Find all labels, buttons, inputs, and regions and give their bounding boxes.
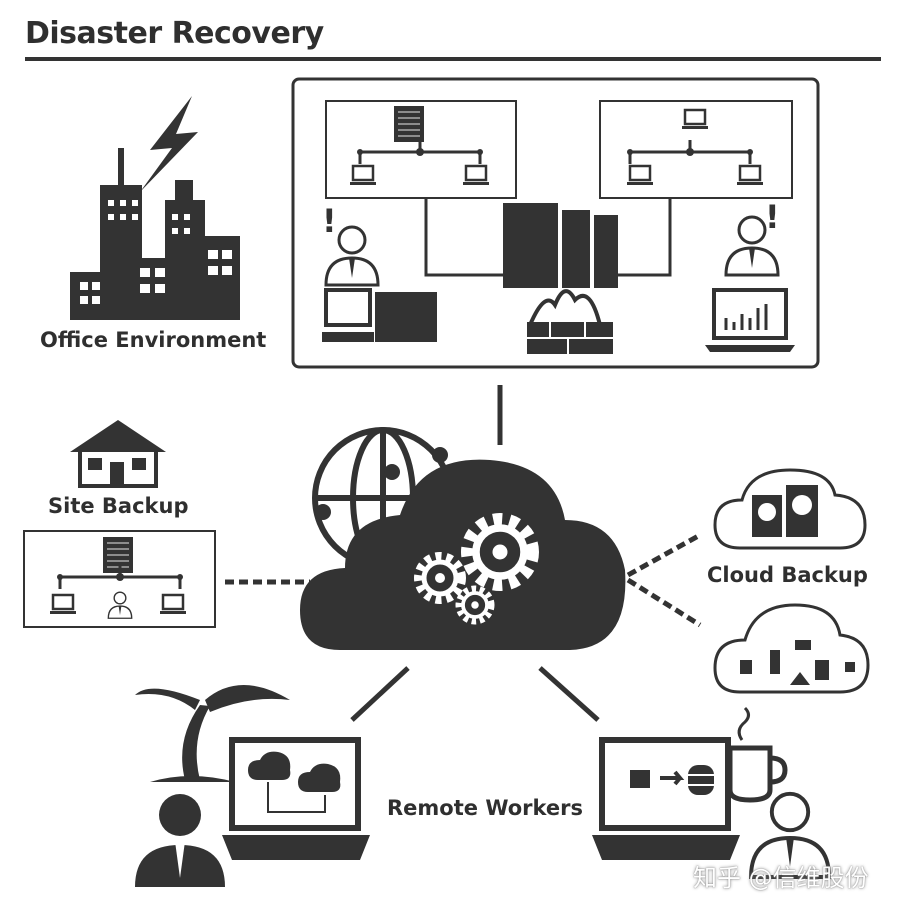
site-backup-box [23,530,216,628]
svg-text:!: ! [765,198,780,236]
coffee-cup-icon [727,706,788,803]
computer-icon [322,288,437,342]
house-icon [70,420,166,488]
watermark: 知乎 @信维股份 [693,864,869,892]
city-buildings-icon [70,148,240,320]
laptop-icon [592,737,740,860]
svg-text:!: ! [322,202,337,240]
hard-drive-icon [752,485,818,537]
site-backup-label: Site Backup [48,494,189,518]
palm-tree-icon [135,685,290,782]
user-icon [135,794,225,887]
title-divider [25,57,881,61]
firewall-icon [526,289,613,354]
lightning-icon [140,96,198,192]
server-icon [393,105,425,143]
cloud-backup-label: Cloud Backup [707,563,868,587]
cloud-network-icon [713,603,870,694]
server-rack-icon [502,202,618,288]
page-title: Disaster Recovery [25,16,324,51]
database-icon [630,765,714,795]
user-icon [749,791,831,879]
laptop-icon [222,737,370,860]
office-environment-box [291,77,820,369]
laptop-chart-icon [705,288,795,352]
remote-workers-label: Remote Workers [387,796,584,820]
office-environment-label: Office Environment [40,328,267,352]
